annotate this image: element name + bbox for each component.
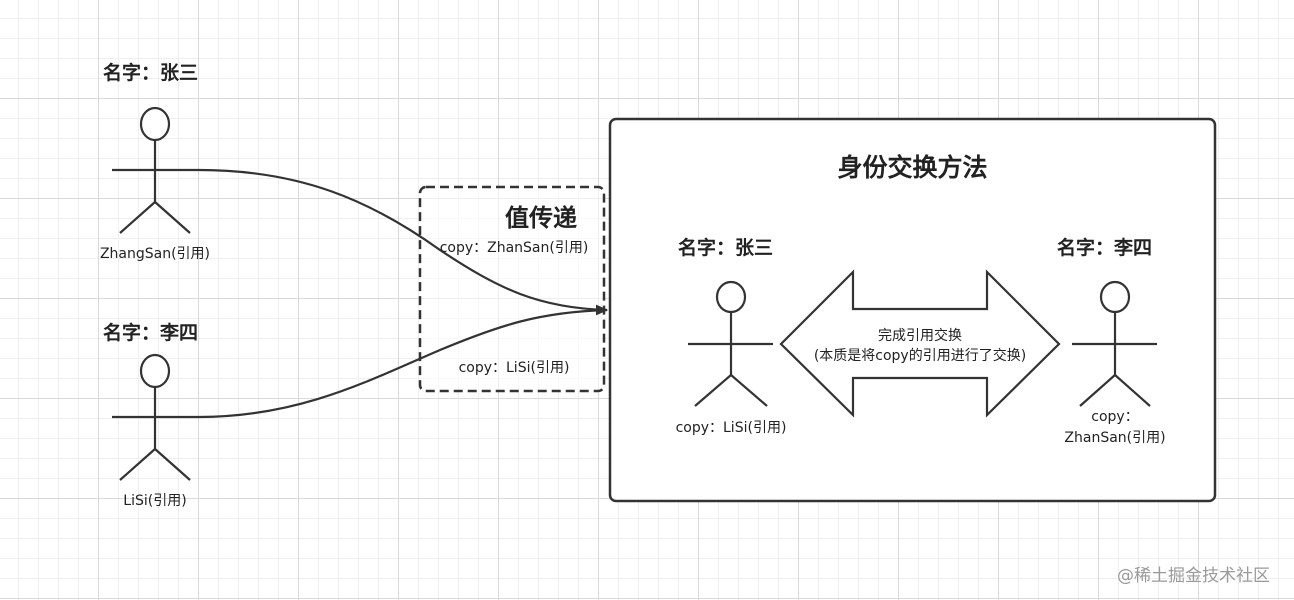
inner-lisi-label-line2: ZhanSan(引用) [1064,430,1166,446]
swap-arrow-text-line2: (本质是将copy的引用进行了交换) [813,348,1027,364]
zhangsan-name: 名字：张三 [103,62,199,84]
inner-lisi-name: 名字：李四 [1057,237,1153,259]
swap-arrow-text-line1: 完成引用交换 [878,328,962,344]
inner-lisi-label-line1: copy： [1091,409,1139,425]
inner-zhangsan-label: copy：LiSi(引用) [675,420,787,436]
lisi-label: LiSi(引用) [123,493,187,509]
lisi-name: 名字：李四 [103,322,199,344]
method-box-title: 身份交换方法 [837,153,988,182]
swap-double-arrow [779,269,1061,418]
lisi-arrow [198,305,608,419]
zhangsan-figure [112,106,199,234]
lisi-figure [112,353,199,481]
pass-copy-zhangsan: copy：ZhanSan(引用) [439,240,589,256]
watermark: @稀土掘金技术社区 [1117,566,1270,586]
pass-copy-lisi: copy：LiSi(引用) [458,360,570,376]
pass-box-title: 值传递 [505,204,577,232]
inner-zhangsan-name: 名字：张三 [678,237,774,259]
zhangsan-label: ZhangSan(引用) [99,246,211,262]
inner-zhangsan-figure [688,280,773,407]
inner-lisi-figure [1072,280,1157,407]
zhangsan-arrow [198,168,608,315]
